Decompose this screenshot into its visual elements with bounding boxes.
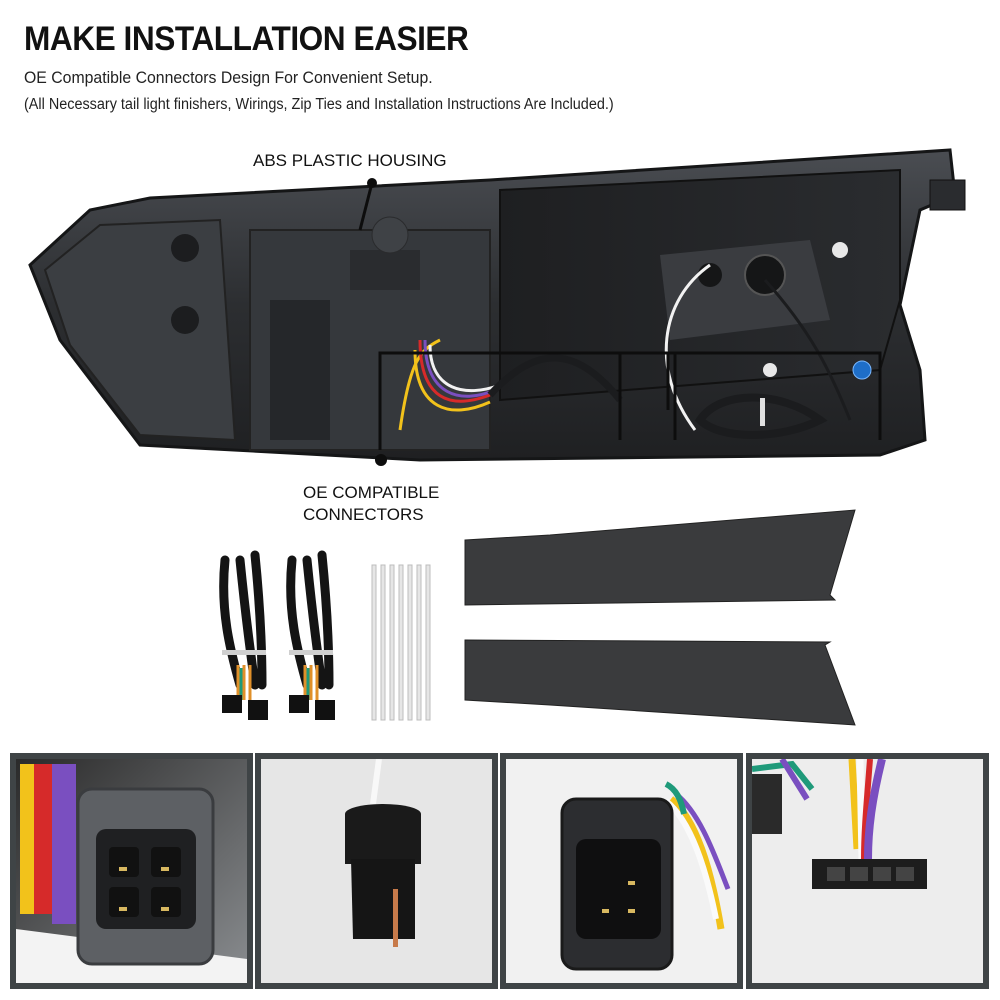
thumbnail-oe-connector-gray [10,753,253,989]
zip-ties-icon [371,564,431,721]
thumbnail-harness-plug [746,753,989,989]
subtitle: OE Compatible Connectors Design For Conv… [24,68,433,87]
included-items-note: (All Necessary tail light finishers, Wir… [24,96,614,113]
finisher-panel-icon [464,509,856,726]
callout-oe-line1: OE COMPATIBLE [303,483,440,502]
callout-oe-connectors: OE COMPATIBLE CONNECTORS [303,482,439,526]
wiring-harness-icon [286,550,335,720]
page-title: MAKE INSTALLATION EASIER [24,20,469,58]
thumbnail-oe-connector-black [500,753,743,989]
tail-light-housing-image [20,140,980,480]
callout-oe-line2: CONNECTORS [303,505,424,525]
callout-abs-housing: ABS PLASTIC HOUSING [253,151,447,170]
wiring-harness-icon [219,550,268,720]
thumbnail-bulb-socket [255,753,498,989]
included-parts-image [200,500,880,740]
